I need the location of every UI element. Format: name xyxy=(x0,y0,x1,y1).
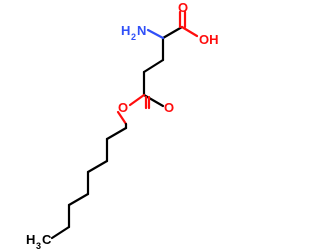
bond-ester-o-chain xyxy=(116,110,128,126)
ester-ether-o-label: O xyxy=(118,100,128,115)
bond-calpha-carboxyl xyxy=(161,25,184,40)
terminal-h-label: H xyxy=(26,232,35,247)
amine-h-label: H xyxy=(121,23,130,38)
molecule-structure-diagram: H 2 N O OH O O H 3 C xyxy=(26,0,219,250)
amine-h-subscript: 2 xyxy=(131,32,136,42)
bond-calpha-n xyxy=(146,28,165,40)
ester-carbonyl-o-label: O xyxy=(164,100,174,115)
bond-cbeta-cgamma xyxy=(142,58,165,74)
terminal-h-subscript: 3 xyxy=(36,241,41,250)
carboxyl-carbonyl-o-label: O xyxy=(178,0,188,15)
bond-chain-6 xyxy=(67,192,90,207)
bond-ester-o-carbon xyxy=(128,93,146,107)
bond-chain-2 xyxy=(105,126,128,141)
bond-chain-4 xyxy=(86,159,109,174)
amine-n-label: N xyxy=(137,23,146,38)
carboxyl-oh-label: OH xyxy=(199,32,219,47)
bond-carboxyl-oh xyxy=(180,25,199,38)
bond-cdelta-carbonyl xyxy=(142,93,165,108)
terminal-c-label: C xyxy=(42,232,52,247)
bond-chain-8 xyxy=(50,225,71,240)
molecule-svg: H 2 N O OH O O H 3 C xyxy=(26,0,219,250)
